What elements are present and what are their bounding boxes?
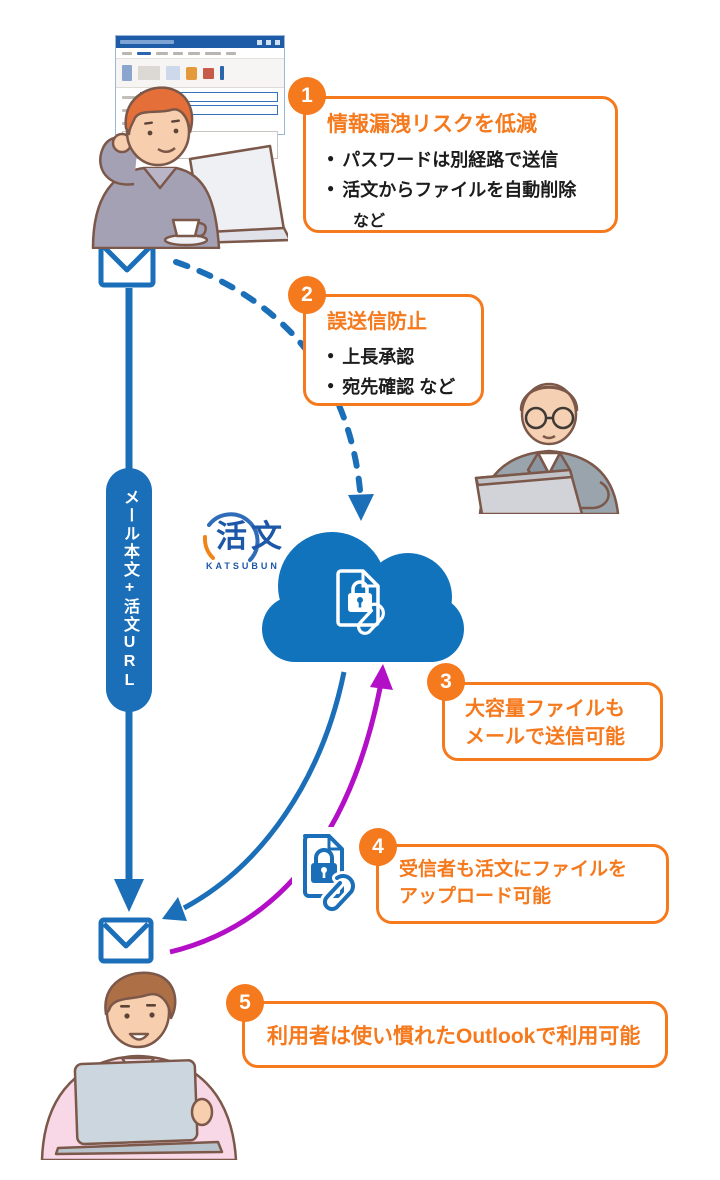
- person-approver-illustration: [474, 382, 620, 514]
- callout-line: 大容量ファイルも: [465, 698, 625, 720]
- outlook-ribbon: [116, 59, 284, 88]
- callout-outlook-usability: 利用者は使い慣れたOutlookで利用可能: [242, 1001, 668, 1068]
- callout-recipient-upload: 受信者も活文にファイルを アップロード可能: [376, 844, 669, 924]
- window-controls: [257, 39, 280, 45]
- step-badge-1: 1: [288, 77, 326, 115]
- permission-lock-icon: [186, 66, 197, 80]
- send-icon: [220, 66, 224, 80]
- mail-body-url-label: メール本文+活文URL: [121, 489, 138, 691]
- callout-line: 受信者も活文にファイルを: [399, 859, 628, 880]
- titlebar-text-placeholder: [120, 40, 174, 44]
- step-badge-4: 4: [359, 828, 397, 866]
- callout-risk-reduction: 情報漏洩リスクを低減 ●パスワードは別経路で送信 ●活文からファイルを自動削除 …: [303, 96, 618, 233]
- step-badge-2: 2: [288, 276, 326, 314]
- cloud-icon: [262, 532, 464, 662]
- callout-title: 誤送信防止: [327, 311, 427, 333]
- bullet-item: ●パスワードは別経路で送信: [327, 150, 559, 171]
- person-recipient-illustration: [40, 971, 238, 1160]
- katsubun-logo-ring: [202, 512, 260, 562]
- outlook-titlebar: [116, 36, 284, 48]
- file-attachment-icon: [292, 827, 358, 914]
- paperclip-icon: [357, 602, 385, 635]
- envelope-icon: [98, 240, 156, 288]
- bullet-item: ●活文からファイルを自動削除: [327, 180, 577, 201]
- outlook-ribbon-tabs: [116, 48, 284, 59]
- step-badge-5: 5: [226, 984, 264, 1022]
- address-book-icon: [166, 66, 180, 80]
- katsubun-logo-kanji: 活文: [216, 519, 286, 554]
- step-badge-3: 3: [427, 663, 465, 701]
- bullet-item: ●宛先確認 など: [327, 377, 456, 398]
- katsubun-logo: 活文 KATSUBUN: [200, 503, 304, 585]
- download-arrow-from-cloud: [162, 671, 347, 921]
- person-sender-illustration: [91, 86, 288, 249]
- glasses-icon: [524, 406, 575, 430]
- envelope-icon: [98, 917, 154, 964]
- callout-line: アップロード可能: [399, 885, 552, 907]
- callout-large-file: 大容量ファイルも メールで送信可能: [442, 682, 663, 761]
- callout-line: 利用者は使い慣れたOutlookで利用可能: [267, 1024, 641, 1048]
- dashed-arrow-to-cloud: [173, 259, 374, 521]
- mail-body-url-pill: メール本文+活文URL: [106, 468, 152, 712]
- callout-title: 情報漏洩リスクを低減: [327, 113, 537, 136]
- callout-missend-prevention: 誤送信防止 ●上長承認 ●宛先確認 など: [303, 294, 484, 406]
- paperclip-icon: [322, 874, 355, 912]
- font-group: [138, 66, 160, 80]
- callout-line: メールで送信可能: [465, 726, 625, 749]
- bullet-item: ●上長承認: [327, 347, 415, 367]
- flag-icon: [203, 67, 214, 79]
- callout-note: など: [353, 213, 386, 231]
- document-lock-icon: [336, 569, 385, 635]
- paste-icon: [122, 65, 132, 81]
- katsubun-logo-romaji: KATSUBUN: [206, 561, 280, 571]
